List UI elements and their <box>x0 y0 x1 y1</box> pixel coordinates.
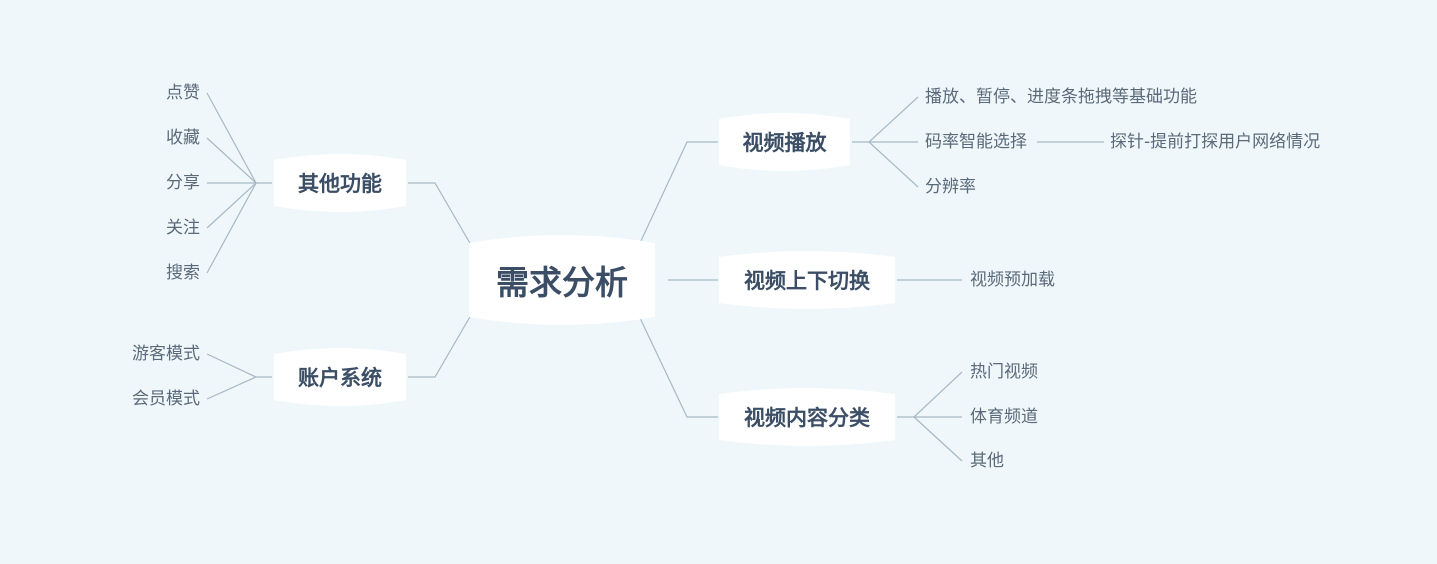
topic-account-system[interactable]: 账户系统 <box>271 346 409 408</box>
topic-video-playback[interactable]: 视频播放 <box>716 111 853 173</box>
connector-root-other <box>408 182 472 246</box>
connector-other-follow <box>206 182 257 229</box>
topic-video-category[interactable]: 视频内容分类 <box>716 386 898 448</box>
root-topic-label: 需求分析 <box>496 263 628 302</box>
connector-root-account <box>408 314 472 378</box>
leaf-video-preload[interactable]: 视频预加载 <box>970 270 1055 290</box>
topic-video-playback-shape <box>719 113 850 171</box>
connector-root-playback <box>639 141 718 244</box>
leaf-resolution[interactable]: 分辨率 <box>925 177 976 197</box>
connector-other-collect <box>206 137 257 184</box>
leaf-member-mode[interactable]: 会员模式 <box>132 389 200 409</box>
topic-video-switch-label: 视频上下切换 <box>744 269 870 293</box>
leaf-follow[interactable]: 关注 <box>166 218 200 238</box>
connector-root-category <box>639 317 718 418</box>
connector-other-search <box>206 182 257 274</box>
leaf-search[interactable]: 搜索 <box>166 263 200 283</box>
connector-account-guest <box>206 353 272 378</box>
connector-category-hot <box>897 371 963 418</box>
topic-other-functions[interactable]: 其他功能 <box>271 152 409 214</box>
topic-other-functions-shape <box>274 154 406 212</box>
leaf-bitrate-select[interactable]: 码率智能选择 <box>925 132 1027 152</box>
root-topic[interactable]: 需求分析 <box>455 233 669 327</box>
leaf-like[interactable]: 点赞 <box>166 83 200 103</box>
leaf-category-other[interactable]: 其他 <box>970 451 1004 471</box>
leaf-guest-mode[interactable]: 游客模式 <box>132 344 200 364</box>
topic-video-playback-label: 视频播放 <box>742 131 827 155</box>
leaf-collect[interactable]: 收藏 <box>166 128 200 148</box>
leaf-sports-channel[interactable]: 体育频道 <box>970 407 1038 427</box>
connector-playback-resolution <box>868 141 919 188</box>
topic-account-system-shape <box>274 348 406 406</box>
topic-account-system-label: 账户系统 <box>298 366 382 390</box>
root-topic-shape <box>469 235 655 325</box>
topic-video-switch-shape <box>719 251 895 309</box>
leaf-hot-videos[interactable]: 热门视频 <box>970 362 1038 382</box>
topic-other-functions-label: 其他功能 <box>298 172 382 196</box>
leaf-share[interactable]: 分享 <box>166 173 200 193</box>
connector-other-like <box>206 92 272 184</box>
leaf-basic-controls[interactable]: 播放、暂停、进度条拖拽等基础功能 <box>925 87 1197 107</box>
connector-category-other <box>913 416 963 462</box>
connector-account-member <box>206 376 257 400</box>
topic-video-switch[interactable]: 视频上下切换 <box>716 249 898 311</box>
leaf-network-probe[interactable]: 探针-提前打探用户网络情况 <box>1110 132 1321 152</box>
topic-video-category-label: 视频内容分类 <box>744 406 870 430</box>
topic-video-category-shape <box>719 388 895 446</box>
connector-playback-basic <box>852 96 919 143</box>
